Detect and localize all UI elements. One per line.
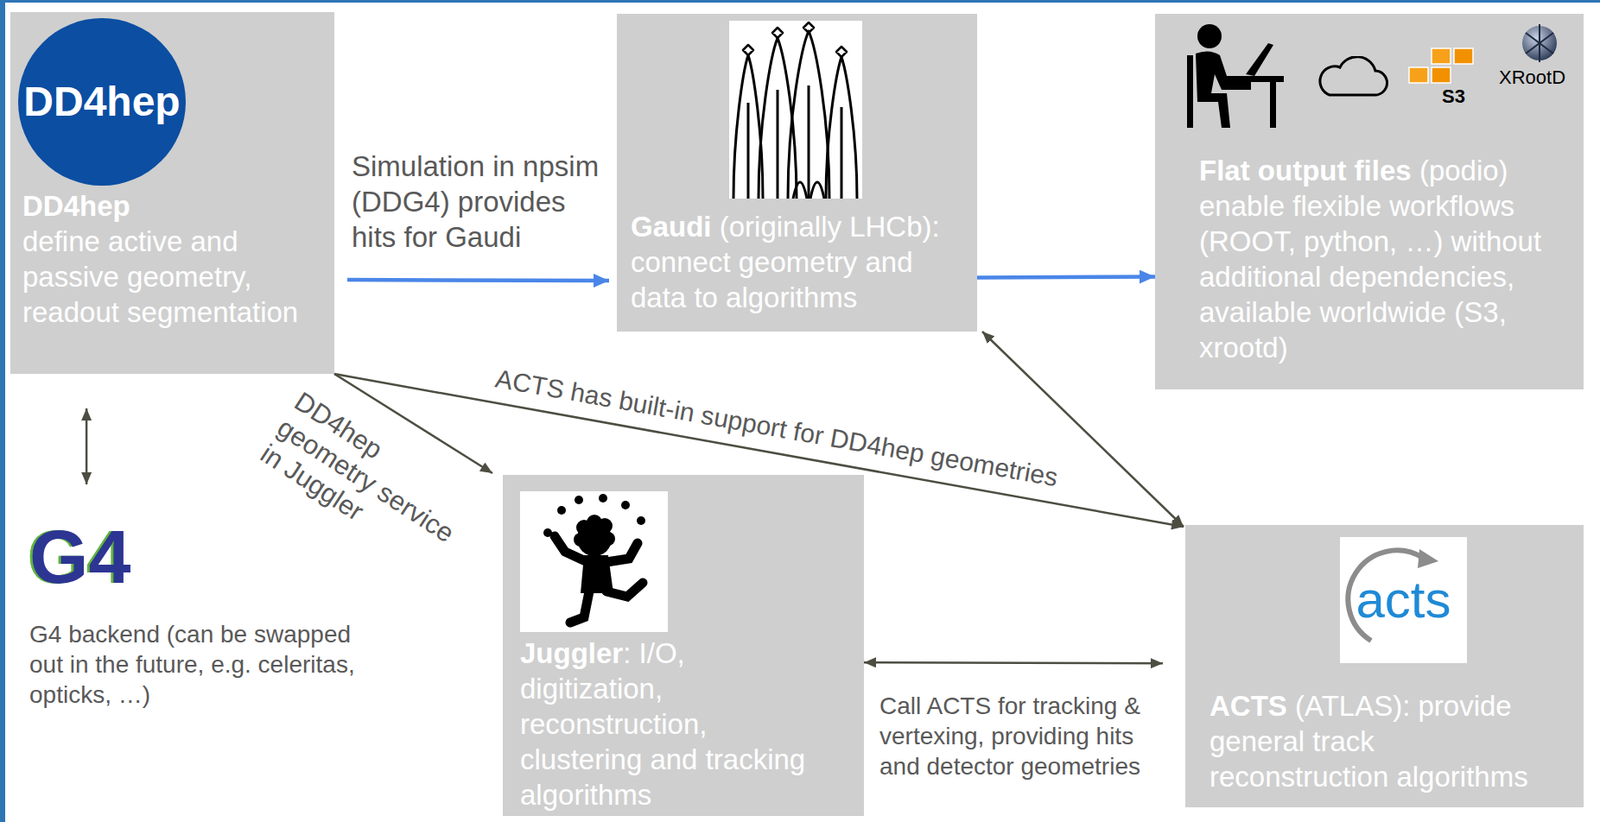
logo-text: acts xyxy=(1339,537,1467,664)
icon-part xyxy=(1269,82,1277,128)
icon-part xyxy=(606,543,638,563)
icon-part xyxy=(748,85,842,199)
icon-part xyxy=(1409,67,1429,83)
s3-cubes-icon xyxy=(1405,46,1484,90)
g4-logo-text: G4 xyxy=(29,514,379,601)
icon-part xyxy=(586,514,603,531)
cloud-icon xyxy=(1314,56,1389,98)
connector xyxy=(982,331,1184,527)
icon-part xyxy=(742,22,847,58)
box-heading: ACTS xyxy=(1209,690,1288,723)
icon-part xyxy=(574,495,584,505)
icon-part xyxy=(573,533,588,547)
icon-part xyxy=(733,22,858,199)
g4-logo-group: G4 G4 backend (can be swapped out in the … xyxy=(24,488,379,711)
box-heading: DD4hep xyxy=(22,188,328,224)
caption-text: G4 backend (can be swapped out in the fu… xyxy=(29,619,379,711)
top-bar xyxy=(0,0,1600,3)
icon-part xyxy=(601,532,616,547)
icon-part xyxy=(1417,549,1439,569)
icon-part xyxy=(1320,57,1388,96)
component-box: Gaudi(originally LHCb): connect geometry… xyxy=(616,13,978,332)
box-heading: Flat output files xyxy=(1199,154,1412,187)
icon-part xyxy=(636,516,646,526)
box-heading: Juggler xyxy=(520,637,623,670)
icon-part xyxy=(1195,50,1251,128)
icon-part xyxy=(557,506,566,515)
icon-part xyxy=(520,491,668,633)
edge-label: ACTS has built-in support for DD4hep geo… xyxy=(491,362,1062,494)
icon-part xyxy=(1409,48,1474,83)
component-box: actsACTS(ATLAS): provide general track r… xyxy=(1185,525,1584,808)
icon-part xyxy=(606,583,643,597)
icon-part xyxy=(1431,48,1451,64)
component-box: Juggler: I/O, digitization, reconstructi… xyxy=(502,475,864,817)
icon-part xyxy=(570,591,590,623)
logo-text: DD4hep xyxy=(23,77,180,127)
icon-part xyxy=(1245,43,1274,77)
icon-part xyxy=(1339,537,1467,664)
icon-label: XRootD xyxy=(1498,67,1566,89)
connector xyxy=(85,408,89,485)
icon-part xyxy=(1525,24,1554,63)
edge-label: Call ACTS for tracking & vertexing, prov… xyxy=(877,691,1156,782)
icon-part xyxy=(554,536,588,563)
component-box: Flat output files(podio) enable flexible… xyxy=(1155,13,1584,390)
icon-part xyxy=(1197,24,1222,49)
icon-part xyxy=(1187,55,1194,128)
cathedral-icon xyxy=(729,20,863,199)
icon-part xyxy=(1453,48,1474,64)
icon-part xyxy=(554,536,643,623)
icon-part xyxy=(1187,24,1284,128)
icon-part xyxy=(1226,76,1284,83)
xrootd-icon xyxy=(1517,22,1562,64)
icon-part xyxy=(543,494,646,594)
icon-part xyxy=(621,501,630,510)
icon-part xyxy=(598,494,608,503)
user-desk-icon xyxy=(1183,20,1286,128)
left-bar xyxy=(0,0,6,822)
icon-part xyxy=(793,182,825,199)
edge-label: DD4hep geometry service in Juggler xyxy=(253,385,485,581)
edge-label: Simulation in npsim (DDG4) provides hits… xyxy=(349,148,609,255)
icon-part xyxy=(1431,67,1451,83)
connector xyxy=(347,279,610,281)
logo-circle: DD4hep xyxy=(18,18,186,186)
box-body: define active and passive geometry, read… xyxy=(22,223,328,331)
icon-label: S3 xyxy=(1441,86,1466,108)
icon-part xyxy=(729,20,863,199)
component-box: DD4hepdefine active and passive geometry… xyxy=(10,12,335,375)
juggler-icon xyxy=(520,491,668,633)
connector xyxy=(977,274,1156,280)
box-heading: Gaudi xyxy=(630,210,712,243)
connector xyxy=(863,661,1163,665)
